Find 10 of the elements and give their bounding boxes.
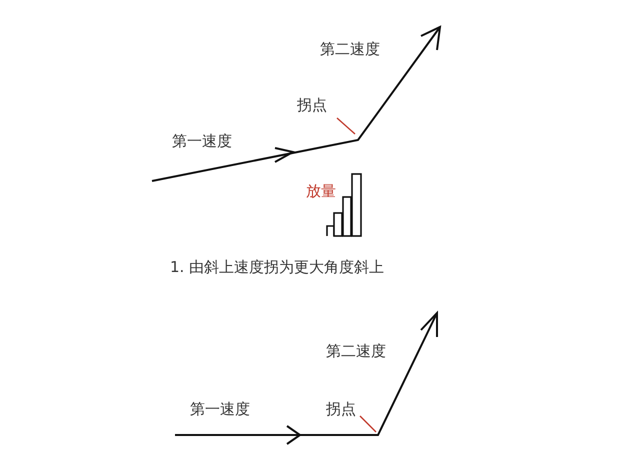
speed-label: 第二速度: [320, 40, 380, 58]
turning-point-label: 拐点: [326, 400, 356, 418]
volume-label: 放量: [306, 182, 336, 200]
speed-label: 第一速度: [172, 132, 232, 150]
caption-text: 1. 由斜上速度拐为更大角度斜上: [170, 258, 384, 276]
speed-label: 第一速度: [190, 400, 250, 418]
leader-line: [360, 416, 376, 432]
leader-line: [336, 118, 356, 134]
speed-label: 第二速度: [326, 342, 386, 360]
turning-point-label: 拐点: [297, 96, 327, 114]
